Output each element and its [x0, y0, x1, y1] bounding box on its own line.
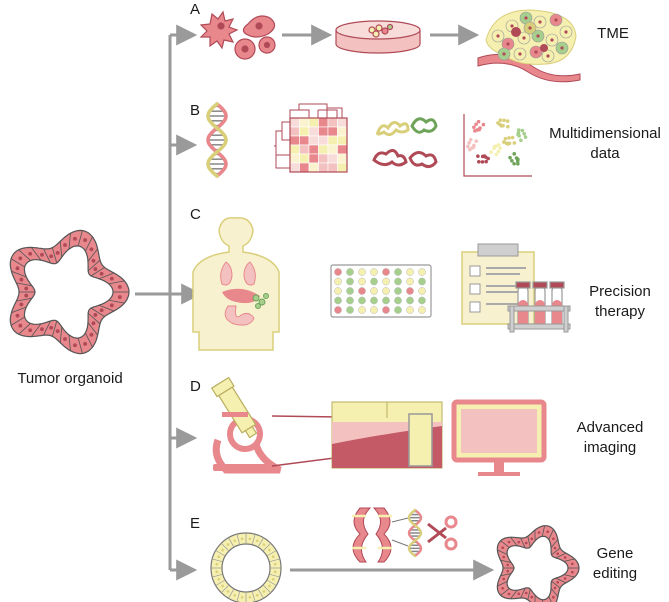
outcome-label-gene-line2: editing [593, 565, 637, 582]
well-plate-icon [330, 264, 432, 318]
chromatin-icon [372, 117, 438, 169]
scatter-plot-icon [463, 114, 532, 177]
chromosome-icon [352, 507, 392, 563]
row-letter-e: E [190, 515, 200, 532]
outcome-label-gene-line1: Gene [597, 545, 634, 562]
microscope-icon [210, 376, 282, 474]
scissors-icon [427, 515, 458, 551]
tme-tissue-icon [477, 9, 581, 83]
outcome-label-data-line2: data [590, 145, 620, 162]
dna-icon [206, 102, 228, 178]
outcome-label-therapy-line2: therapy [595, 303, 646, 320]
row-letter-a: A [190, 1, 200, 18]
outcome-label-data-line1: Multidimensional [549, 125, 661, 142]
tumor-organoid-label: Tumor organoid [17, 370, 122, 387]
tissue-section-icon [331, 401, 443, 469]
cells-icon [199, 10, 276, 60]
dna-icon [407, 508, 423, 558]
monitor-icon [451, 399, 547, 476]
connector-tree [135, 24, 495, 581]
outcome-label-imaging-line1: Advanced [577, 419, 644, 436]
human-body-icon [192, 217, 280, 351]
test-tubes-icon [507, 281, 571, 333]
outcome-label-tme: TME [597, 25, 629, 42]
normal-organoid-icon [210, 532, 282, 602]
petri-dish-icon [335, 20, 421, 54]
row-letter-b: B [190, 102, 200, 119]
outcome-label-imaging-line2: imaging [584, 439, 637, 456]
edited-organoid-icon [496, 525, 580, 602]
chromosome-connector-lines [391, 517, 409, 547]
heatmap-icon [274, 103, 348, 173]
tumor-organoid-icon [9, 229, 130, 355]
row-letter-d: D [190, 378, 201, 395]
row-letter-c: C [190, 206, 201, 223]
outcome-label-therapy-line1: Precision [589, 283, 651, 300]
